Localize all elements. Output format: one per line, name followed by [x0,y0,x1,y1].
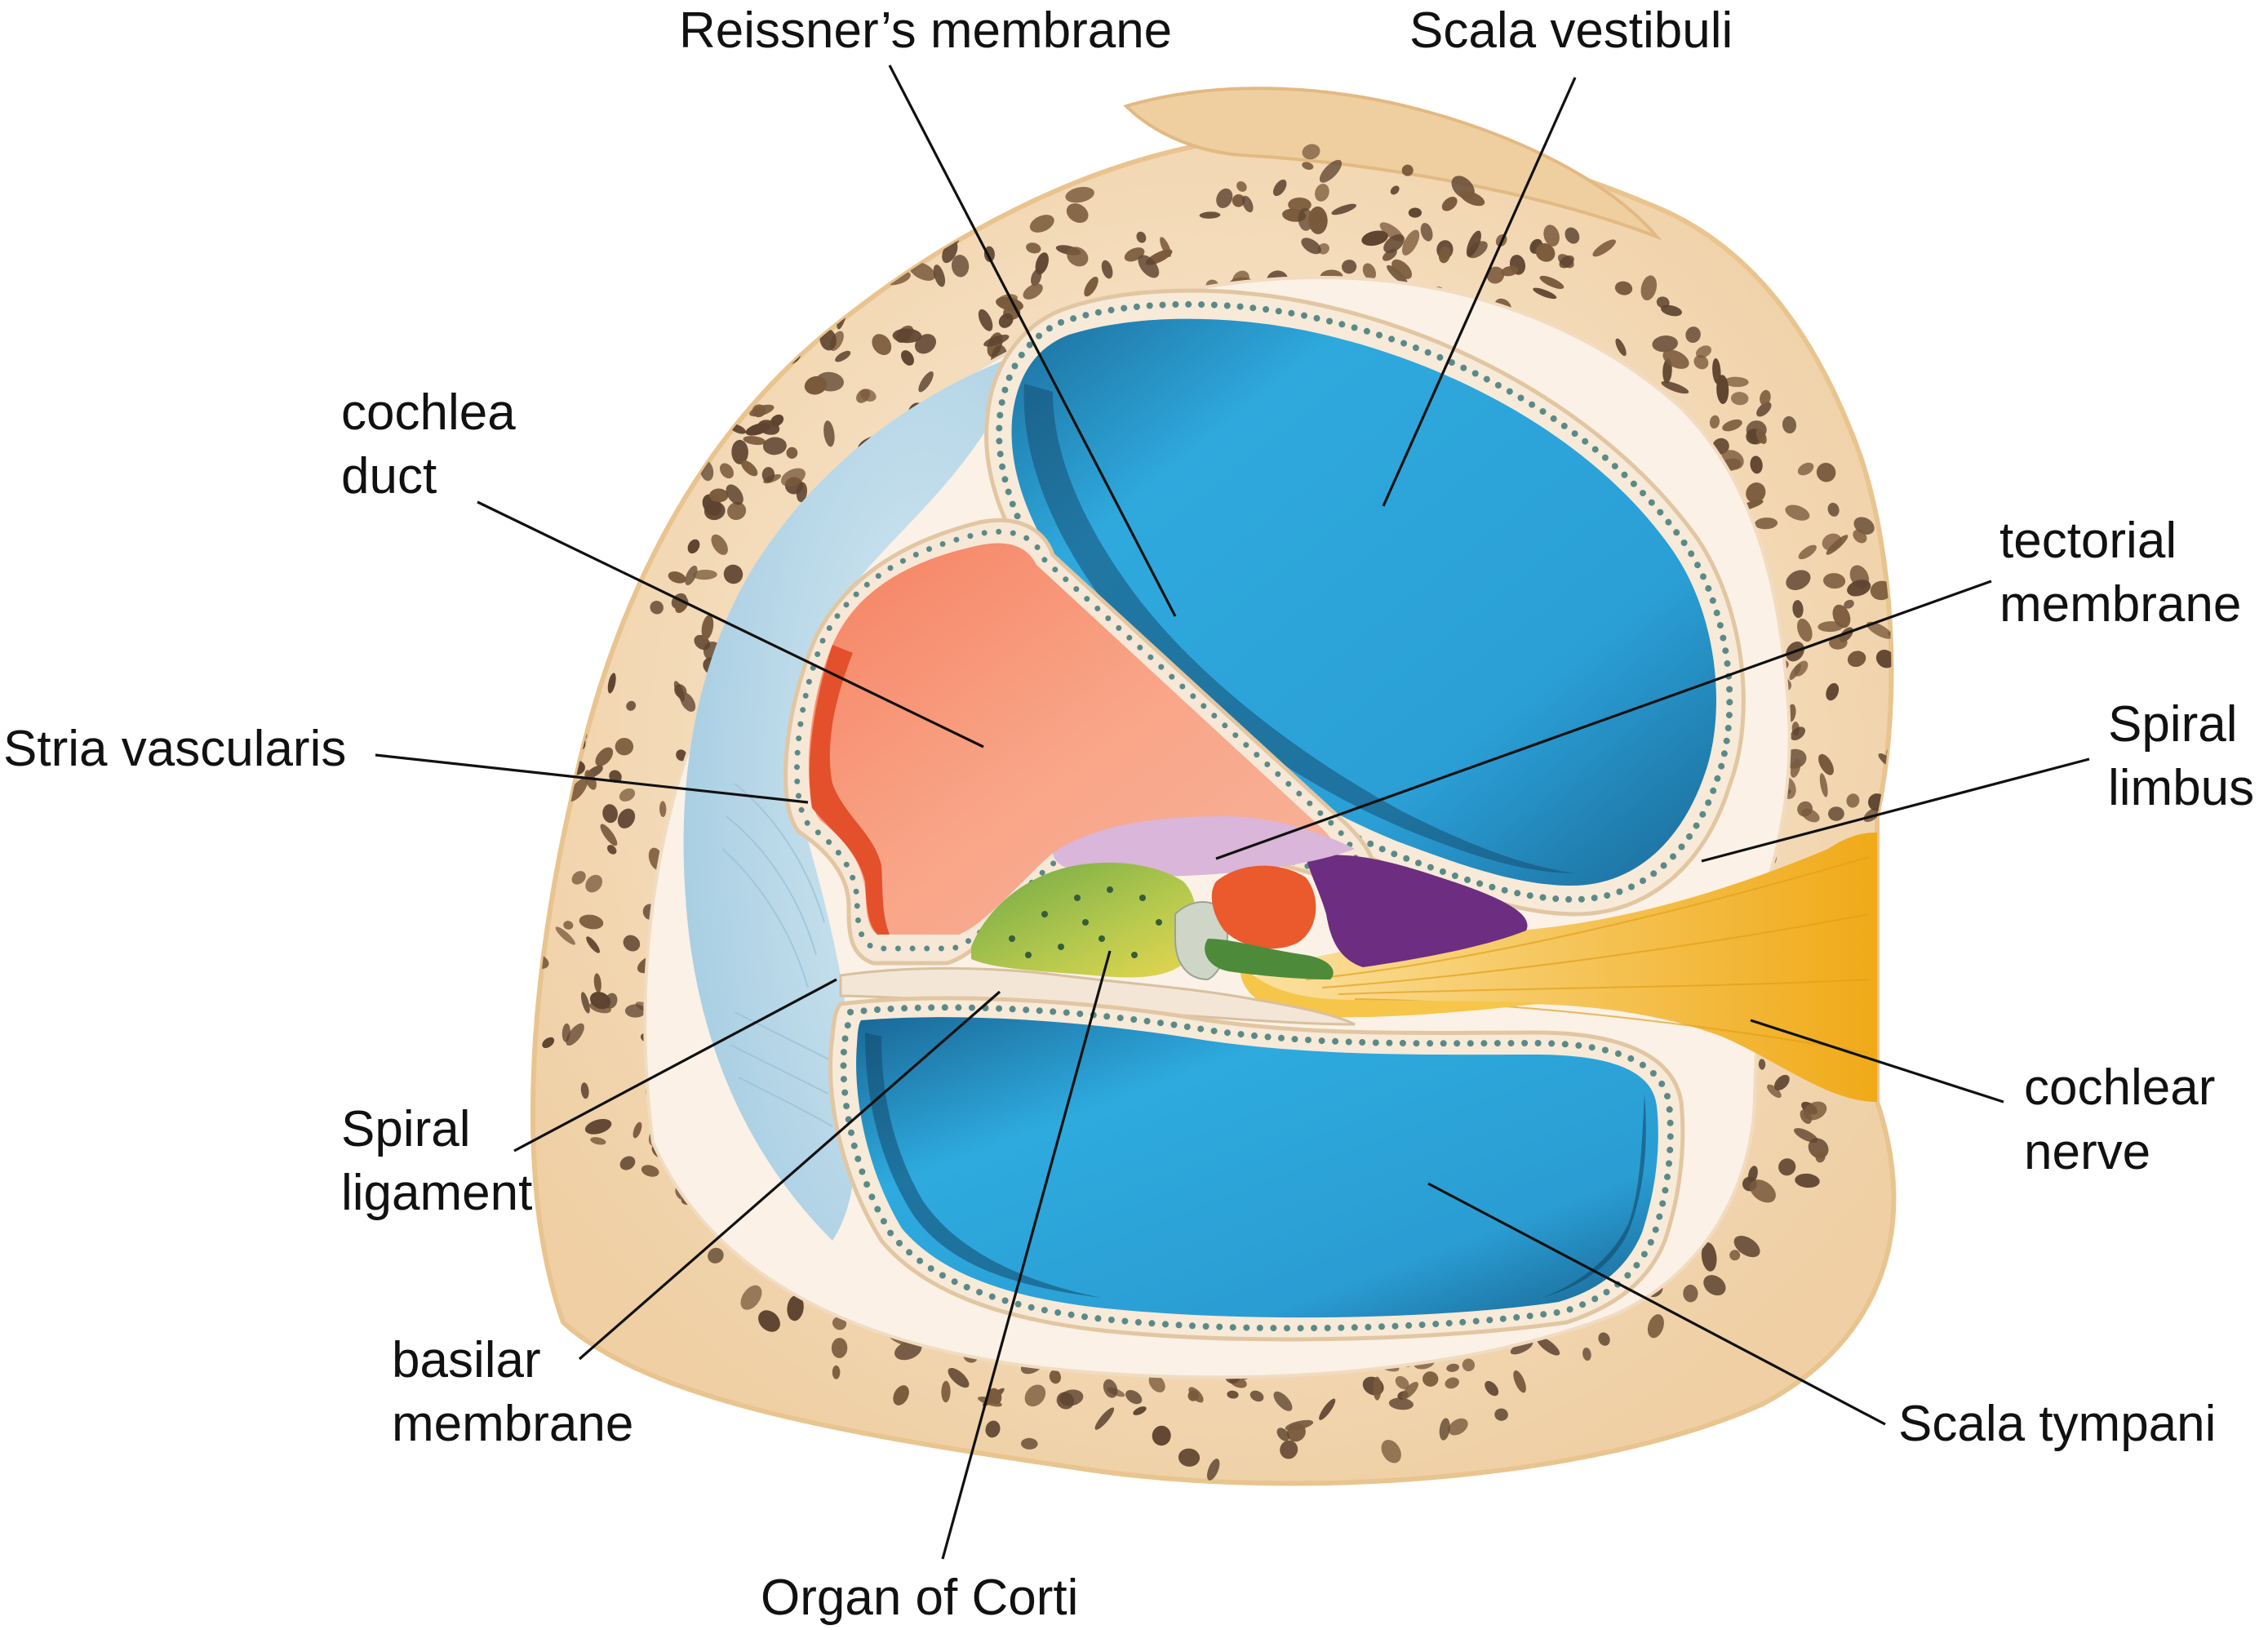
cochlea-duct [808,543,1340,935]
spiral-ligament [683,351,1028,1241]
label-spiral-ligament-line1: Spiral [341,1101,471,1157]
label-cochlear-nerve-line2: nerve [2024,1124,2150,1180]
label-spiral-limbus-line1: Spiral [2108,696,2238,753]
leader-basilar-membrane [578,990,1001,1361]
osseous-spiral-lamina [1240,963,1551,1018]
label-spiral-ligament-line2: ligament [341,1165,532,1221]
leader-organ-of-corti [941,950,1112,1560]
leader-spiral-limbus [1701,757,2090,863]
inner-sulcus-cells [1205,939,1334,979]
leader-scala-vestibuli [1382,77,1577,507]
spiral-ligament-fibers [721,783,833,1127]
label-spiral-limbus-line2: limbus [2108,760,2254,816]
labels: Reissner’s membrane Scala vestibuli coch… [3,2,2254,1626]
cochlear-nerve [1249,833,1877,1102]
outer-bone-bump [1123,87,1662,241]
inner-hair-cells [1211,865,1316,949]
scala-tympani-cell-dots [840,1004,1674,1332]
label-cochlea-duct-line1: cochlea [341,384,516,441]
tectorial-membrane [1053,816,1355,877]
stria-vascularis [809,645,890,935]
label-cochlear-nerve-line1: cochlear [2024,1059,2215,1116]
label-basilar-membrane-line2: membrane [392,1396,633,1452]
leader-lines [375,64,2090,1560]
leader-cochlear-nerve [1750,1019,2004,1104]
label-reissners-membrane: Reissner’s membrane [679,2,1172,59]
scala-tympani [856,1017,1658,1318]
label-cochlea-duct-line2: duct [341,448,437,504]
label-scala-vestibuli: Scala vestibuli [1409,2,1733,59]
leader-scala-tympani [1427,1182,1886,1426]
leader-reissners-membrane [888,64,1177,617]
leader-spiral-ligament [513,978,837,1153]
spiral-limbus [1306,855,1528,967]
label-basilar-membrane-line1: basilar [392,1332,541,1388]
label-stria-vascularis: Stria vascularis [3,721,346,777]
leader-cochlea-duct [477,500,984,748]
leader-stria-vascularis [375,753,809,804]
label-tectorial-membrane-line1: tectorial [1999,513,2177,569]
label-scala-tympani: Scala tympani [1898,1396,2216,1452]
label-organ-of-corti: Organ of Corti [761,1570,1078,1626]
corti-cell-dots [1009,886,1162,958]
leader-tectorial-membrane [1215,580,1992,860]
cochlear-nerve-fibers [1305,856,1870,1054]
label-tectorial-membrane-line2: membrane [1999,576,2241,633]
